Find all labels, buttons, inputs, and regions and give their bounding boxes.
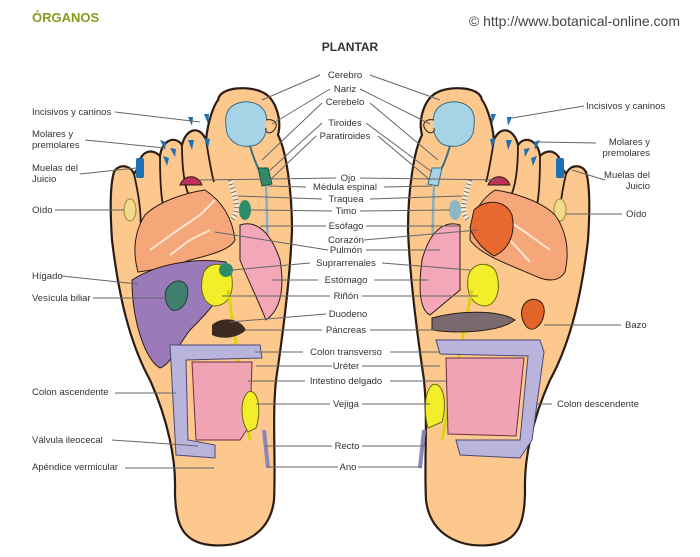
left-foot — [109, 87, 294, 547]
label-colon-descendente: Colon descendente — [557, 399, 639, 410]
label-vesicula-biliar: Vesícula biliar — [32, 293, 91, 304]
label-pancreas: Páncreas — [325, 325, 367, 336]
label-vejiga: Vejiga — [333, 399, 359, 410]
label-colon-ascendente: Colon ascendente — [32, 387, 109, 398]
right-brain-zone — [432, 101, 475, 147]
label-estomago: Estómago — [324, 275, 368, 286]
label-paratiroides: Paratiroides — [319, 131, 371, 142]
label-rinon: Riñón — [333, 291, 359, 302]
label-molares-left: Molares y premolares — [32, 129, 80, 151]
label-nariz: Nariz — [333, 84, 357, 95]
copyright-notice: © http://www.botanical-online.com — [468, 13, 680, 29]
label-corazon: Corazón — [328, 235, 364, 246]
right-heart-zone — [469, 201, 514, 257]
right-small-intestine-zone — [445, 357, 525, 437]
label-cerebelo: Cerebelo — [325, 97, 365, 108]
label-muelas-right: Muelas del Juicio — [604, 170, 650, 192]
left-ear-zone — [123, 198, 137, 222]
diagram-title: PLANTAR — [321, 40, 379, 54]
label-intestino-delgado: Intestino delgado — [309, 376, 383, 387]
label-traquea: Traquea — [328, 194, 364, 205]
left-small-intestine-zone — [191, 361, 253, 441]
label-esofago: Esófago — [328, 221, 364, 232]
leader-lines — [55, 74, 622, 469]
label-duodeno: Duodeno — [328, 309, 368, 320]
label-higado: Hígado — [32, 271, 63, 282]
right-bladder-zone — [424, 383, 445, 429]
left-brain-zone — [225, 101, 268, 147]
label-recto: Recto — [334, 441, 360, 452]
label-cerebro: Cerebro — [327, 70, 363, 81]
label-suprarrenales: Suprarrenales — [316, 258, 376, 269]
label-ano: Ano — [339, 462, 357, 473]
label-oido-right: Oído — [626, 209, 647, 220]
right-ear-zone — [553, 198, 567, 222]
right-colon-zone — [435, 339, 545, 459]
left-gallbladder-zone — [164, 280, 189, 311]
label-pulmon: Pulmón — [329, 245, 363, 256]
label-timo: Timo — [335, 206, 357, 217]
left-lung-zone — [134, 189, 236, 273]
section-title: ÓRGANOS — [32, 10, 100, 25]
right-spleen-zone — [521, 298, 545, 330]
right-eye-zone — [487, 176, 511, 186]
left-bladder-zone — [241, 391, 260, 433]
right-thyroid-zone — [427, 167, 443, 187]
label-tiroides: Tiroides — [328, 118, 362, 129]
label-muelas-left: Muelas del Juicio — [32, 163, 78, 185]
label-colon-transverso: Colon transverso — [310, 347, 382, 358]
label-incisivos-right: Incisivos y caninos — [586, 101, 666, 112]
label-valvula-ileocecal: Válvula ileocecal — [32, 435, 103, 446]
label-bazo: Bazo — [625, 320, 647, 331]
label-medula-espinal: Médula espinal — [313, 182, 377, 193]
label-incisivos-left: Incisivos y caninos — [32, 107, 112, 118]
right-kidney-zone — [467, 263, 499, 307]
right-foot — [406, 87, 591, 547]
left-colon-zone — [169, 344, 263, 459]
label-oido-left: Oído — [32, 205, 53, 216]
left-eye-zone — [179, 176, 203, 186]
left-thyroid-zone — [257, 167, 273, 187]
label-ojo: Ojo — [340, 173, 356, 184]
label-ureter: Uréter — [332, 361, 360, 372]
label-molares-right: Molares y premolares — [602, 137, 650, 159]
right-stomach-zone — [419, 223, 461, 316]
label-apendice-vermicular: Apéndice vermicular — [32, 462, 119, 473]
left-teeth-zones — [136, 114, 210, 178]
